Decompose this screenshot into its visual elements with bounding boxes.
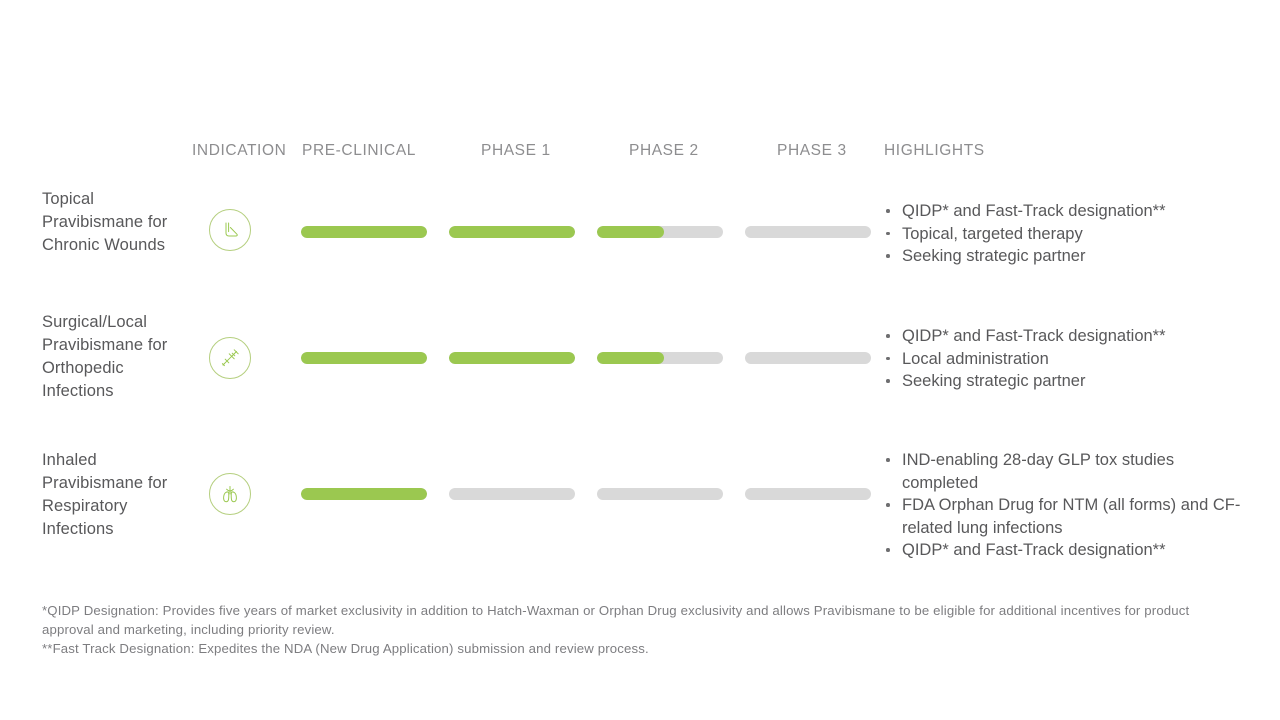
column-header-phase-3: PHASE 3 bbox=[777, 142, 847, 159]
syringe-icon bbox=[209, 337, 251, 379]
program-label: Inhaled Pravibismane for Respiratory Inf… bbox=[42, 451, 168, 538]
program-label: Topical Pravibismane for Chronic Wounds bbox=[42, 190, 168, 254]
phase-bar-fill bbox=[449, 352, 575, 364]
highlight-item: Seeking strategic partner bbox=[884, 245, 1244, 268]
bullet-icon bbox=[886, 254, 890, 258]
footnotes: *QIDP Designation: Provides five years o… bbox=[42, 602, 1242, 658]
highlight-item: QIDP* and Fast-Track designation** bbox=[884, 200, 1244, 223]
column-header-indication: INDICATION bbox=[192, 142, 287, 159]
footnote-qidp: *QIDP Designation: Provides five years o… bbox=[42, 603, 1190, 637]
column-header-row: INDICATION PRE-CLINICAL PHASE 1 PHASE 2 … bbox=[0, 142, 1280, 166]
bullet-icon bbox=[886, 379, 890, 383]
bullet-icon bbox=[886, 356, 890, 361]
highlight-item: QIDP* and Fast-Track designation** bbox=[884, 325, 1244, 348]
lungs-icon bbox=[209, 473, 251, 515]
column-header-highlights: HIGHLIGHTS bbox=[884, 142, 985, 159]
bullet-icon bbox=[886, 209, 890, 213]
highlight-text: QIDP* and Fast-Track designation** bbox=[902, 541, 1166, 560]
column-header-phase-1: PHASE 1 bbox=[481, 142, 551, 159]
phase-bar-fill bbox=[301, 226, 427, 238]
highlight-item: Seeking strategic partner bbox=[884, 370, 1244, 393]
highlight-item: QIDP* and Fast-Track designation** bbox=[884, 539, 1244, 562]
phase-bar-phase-2 bbox=[597, 352, 723, 364]
phase-bar-preclinical bbox=[301, 488, 427, 500]
highlight-item: IND-enabling 28-day GLP tox studies comp… bbox=[884, 449, 1244, 494]
bullet-icon bbox=[886, 458, 890, 462]
phase-bar-phase-1 bbox=[449, 488, 575, 500]
highlight-text: QIDP* and Fast-Track designation** bbox=[902, 327, 1166, 345]
phase-bar-preclinical bbox=[301, 226, 427, 238]
column-header-preclinical: PRE-CLINICAL bbox=[302, 142, 417, 159]
bullet-icon bbox=[886, 231, 890, 236]
highlight-text: Local administration bbox=[902, 349, 1049, 368]
highlight-text: IND-enabling 28-day GLP tox studies comp… bbox=[902, 451, 1175, 492]
phase-bar-phase-2 bbox=[597, 488, 723, 500]
phase-bar-phase-3 bbox=[745, 488, 871, 500]
highlight-text: FDA Orphan Drug for NTM (all forms) and … bbox=[902, 496, 1241, 537]
highlights-list: IND-enabling 28-day GLP tox studies comp… bbox=[884, 449, 1244, 562]
phase-bar-fill bbox=[597, 352, 664, 364]
phase-bar-fill bbox=[301, 352, 427, 364]
highlight-text: QIDP* and Fast-Track designation** bbox=[902, 202, 1166, 220]
phase-bar-phase-2 bbox=[597, 226, 723, 238]
highlight-item: FDA Orphan Drug for NTM (all forms) and … bbox=[884, 494, 1244, 539]
phase-bar-phase-3 bbox=[745, 226, 871, 238]
highlights-list: QIDP* and Fast-Track designation** Topic… bbox=[884, 200, 1244, 268]
phase-bar-fill bbox=[301, 488, 427, 500]
highlights-list: QIDP* and Fast-Track designation** Local… bbox=[884, 325, 1244, 393]
bullet-icon bbox=[886, 334, 890, 338]
foot-icon bbox=[209, 209, 251, 251]
highlight-text: Topical, targeted therapy bbox=[902, 224, 1083, 243]
program-label: Surgical/Local Pravibismane for Orthoped… bbox=[42, 313, 168, 400]
bullet-icon bbox=[886, 503, 890, 507]
phase-bar-fill bbox=[597, 226, 664, 238]
phase-bar-phase-3 bbox=[745, 352, 871, 364]
column-header-phase-2: PHASE 2 bbox=[629, 142, 699, 159]
footnote-fast-track: **Fast Track Designation: Expedites the … bbox=[42, 640, 649, 656]
highlight-item: Local administration bbox=[884, 348, 1244, 371]
phase-bar-phase-1 bbox=[449, 226, 575, 238]
bullet-icon bbox=[886, 548, 890, 552]
phase-bar-phase-1 bbox=[449, 352, 575, 364]
highlight-item: Topical, targeted therapy bbox=[884, 223, 1244, 246]
highlight-text: Seeking strategic partner bbox=[902, 247, 1086, 266]
highlight-text: Seeking strategic partner bbox=[902, 372, 1086, 391]
phase-bar-fill bbox=[449, 226, 575, 238]
phase-bar-preclinical bbox=[301, 352, 427, 364]
